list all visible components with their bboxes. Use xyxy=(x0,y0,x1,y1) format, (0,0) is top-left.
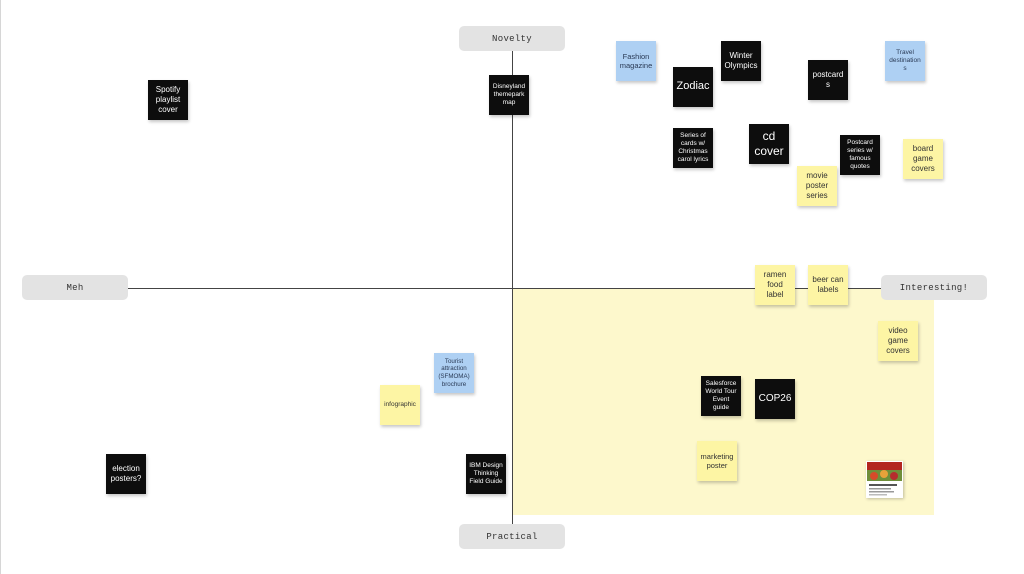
axis-label-right[interactable]: Interesting! xyxy=(881,275,987,300)
sticky-note-tourist-attraction-brochure[interactable]: Tourist attraction (SFMOMA) brochure xyxy=(434,353,474,393)
image-thumbnail[interactable] xyxy=(866,461,903,498)
sticky-note-travel-destinations[interactable]: Travel destinations xyxy=(885,41,925,81)
sticky-note-winter-olympics[interactable]: Winter Olympics xyxy=(721,41,761,81)
sticky-note-salesforce-event-guide[interactable]: Salesforce World Tour Event guide xyxy=(701,376,741,416)
sticky-note-election-posters[interactable]: election posters? xyxy=(106,454,146,494)
canvas-edge xyxy=(0,0,1,574)
horizontal-axis-line xyxy=(128,288,888,289)
sticky-note-postcards[interactable]: postcards xyxy=(808,60,848,100)
axis-label-bottom[interactable]: Practical xyxy=(459,524,565,549)
axis-label-left[interactable]: Meh xyxy=(22,275,128,300)
sticky-note-beer-can-labels[interactable]: beer can labels xyxy=(808,265,848,305)
sticky-note-movie-poster-series[interactable]: movie poster series xyxy=(797,166,837,206)
sticky-note-ibm-design-thinking[interactable]: IBM Design Thinking Field Guide xyxy=(466,454,506,494)
sticky-note-fashion-magazine[interactable]: Fashion magazine xyxy=(616,41,656,81)
axis-label-top[interactable]: Novelty xyxy=(459,26,565,51)
thumbnail-image xyxy=(866,461,903,498)
sticky-note-disneyland-map[interactable]: Disneyland themepark map xyxy=(489,75,529,115)
sticky-note-infographic[interactable]: infographic xyxy=(380,385,420,425)
sticky-note-cd-cover[interactable]: cd cover xyxy=(749,124,789,164)
sticky-note-spotify-playlist-cover[interactable]: Spotify playlist cover xyxy=(148,80,188,120)
sticky-note-ramen-food-label[interactable]: ramen food label xyxy=(755,265,795,305)
sticky-note-marketing-poster[interactable]: marketing poster xyxy=(697,441,737,481)
sticky-note-zodiac[interactable]: Zodiac xyxy=(673,67,713,107)
sticky-note-video-game-covers[interactable]: video game covers xyxy=(878,321,918,361)
sticky-note-christmas-carol-cards[interactable]: Series of cards w/ Christmas carol lyric… xyxy=(673,128,713,168)
sticky-note-cop26[interactable]: COP26 xyxy=(755,379,795,419)
sticky-note-postcard-famous-quotes[interactable]: Postcard series w/ famous quotes xyxy=(840,135,880,175)
vertical-axis-line xyxy=(512,50,513,525)
sticky-note-board-game-covers[interactable]: board game covers xyxy=(903,139,943,179)
